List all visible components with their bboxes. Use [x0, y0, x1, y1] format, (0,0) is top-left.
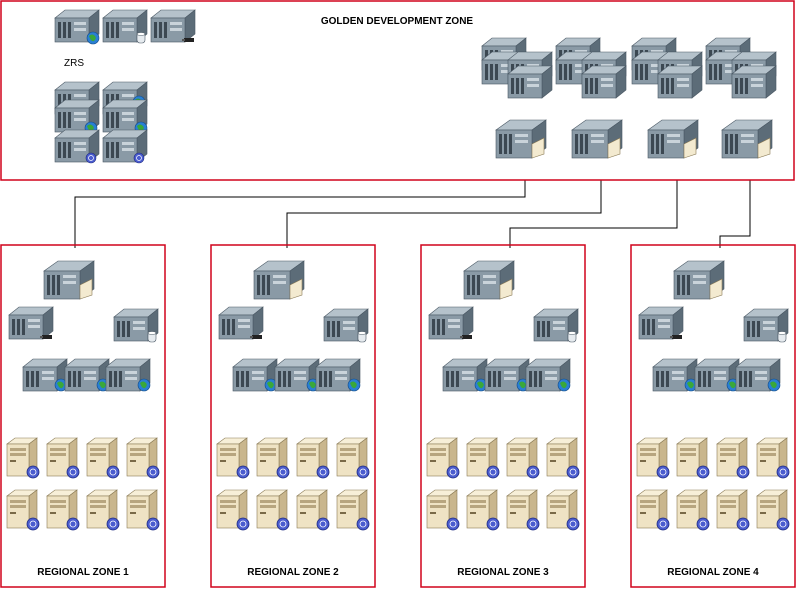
workstation-tower-icon [126, 489, 160, 531]
rack-server-icon [638, 306, 684, 340]
workstation-tower-icon [546, 437, 580, 479]
workstation-tower-icon [466, 437, 500, 479]
gateway-server-icon [463, 260, 515, 300]
rack-server-icon [54, 9, 100, 45]
rack-server-icon [525, 358, 571, 392]
workstation-tower-icon [256, 437, 290, 479]
rack-stack-1 [481, 37, 553, 99]
rack-server-icon [150, 9, 196, 43]
gateway-server-icon [721, 119, 773, 159]
workstation-tower-icon [426, 489, 460, 531]
workstation-tower-icon [216, 437, 250, 479]
workstation-tower-icon [756, 437, 790, 479]
workstation-tower-icon [716, 437, 750, 479]
regional-zone-3: REGIONAL ZONE 3 [420, 244, 586, 588]
workstation-tower-icon [336, 489, 370, 531]
rack-server-icon [232, 358, 278, 392]
workstation-tower-icon [256, 489, 290, 531]
rack-server-icon [484, 358, 530, 392]
rack-server-icon [54, 99, 100, 135]
regional-zones: REGIONAL ZONE 1 REGIONAL ZONE 2 REGIONAL Z… [0, 244, 796, 588]
workstation-tower-icon [6, 489, 40, 531]
rack-server-icon [735, 358, 781, 392]
workstation-tower-icon [636, 489, 670, 531]
gateway-server-icon [571, 119, 623, 159]
rack-server-icon [54, 129, 100, 164]
rack-server-icon [428, 306, 474, 340]
workstation-tower-icon [336, 437, 370, 479]
workstation-tower-icon [546, 489, 580, 531]
workstation-tower-icon [296, 437, 330, 479]
workstation-tower-icon [6, 437, 40, 479]
workstation-tower-icon [86, 437, 120, 479]
rack-server-icon [102, 9, 148, 44]
workstation-tower-icon [636, 437, 670, 479]
regional-zone-4: REGIONAL ZONE 4 [630, 244, 796, 588]
workstation-tower-icon [46, 489, 80, 531]
rack-server-icon [442, 358, 488, 392]
rack-server-icon [694, 358, 740, 392]
gateway-server-icon [43, 260, 95, 300]
gateway-server-icon [495, 119, 547, 159]
rack-server-icon [64, 358, 110, 392]
regional-zone-label: REGIONAL ZONE 1 [37, 567, 129, 578]
rack-stack-4 [705, 37, 777, 99]
rack-server-icon [533, 308, 579, 343]
workstation-tower-icon [296, 489, 330, 531]
gateway-server-icon [647, 119, 699, 159]
connector-zone-1 [74, 180, 526, 248]
workstation-tower-icon [676, 437, 710, 479]
rack-server-icon [218, 306, 264, 340]
regional-zone-label: REGIONAL ZONE 3 [457, 567, 549, 578]
workstation-tower-icon [756, 489, 790, 531]
workstation-tower-icon [46, 437, 80, 479]
rack-server-icon [323, 308, 369, 343]
workstation-tower-icon [216, 489, 250, 531]
zrs-label: ZRS [64, 58, 84, 69]
workstation-tower-icon [426, 437, 460, 479]
workstation-tower-icon [506, 489, 540, 531]
connector-zone-2 [286, 180, 602, 248]
rack-server-icon [315, 358, 361, 392]
rack-server-icon [743, 308, 789, 343]
workstation-tower-icon [466, 489, 500, 531]
rack-server-icon [274, 358, 320, 392]
rack-stack-3 [631, 37, 703, 99]
connector-zone-4 [719, 180, 751, 248]
rack-server-icon [105, 358, 151, 392]
connector-lines [74, 180, 751, 248]
regional-zone-2: REGIONAL ZONE 2 [210, 244, 376, 588]
rack-server-icon [8, 306, 54, 340]
regional-zone-1: REGIONAL ZONE 1 [0, 244, 166, 588]
workstation-tower-icon [86, 489, 120, 531]
regional-zone-label: REGIONAL ZONE 4 [667, 567, 759, 578]
workstation-tower-icon [676, 489, 710, 531]
zrs-server-cluster [54, 9, 196, 164]
workstation-tower-icon [716, 489, 750, 531]
rack-server-icon [652, 358, 698, 392]
golden-development-zone: GOLDEN DEVELOPMENT ZONE ZRS [0, 0, 795, 181]
gateway-server-icon [253, 260, 305, 300]
rack-server-stacks [481, 37, 777, 99]
rack-server-icon [113, 308, 159, 343]
regional-zone-label: REGIONAL ZONE 2 [247, 567, 339, 578]
workstation-tower-icon [126, 437, 160, 479]
connector-zone-3 [509, 180, 678, 248]
golden-zone-title: GOLDEN DEVELOPMENT ZONE [321, 16, 474, 27]
gateway-server-icon [673, 260, 725, 300]
rack-server-icon [22, 358, 68, 392]
rack-stack-2 [555, 37, 627, 99]
golden-gateway-servers [495, 119, 773, 159]
rack-server-icon [102, 129, 148, 164]
workstation-tower-icon [506, 437, 540, 479]
rack-server-icon [102, 99, 148, 135]
